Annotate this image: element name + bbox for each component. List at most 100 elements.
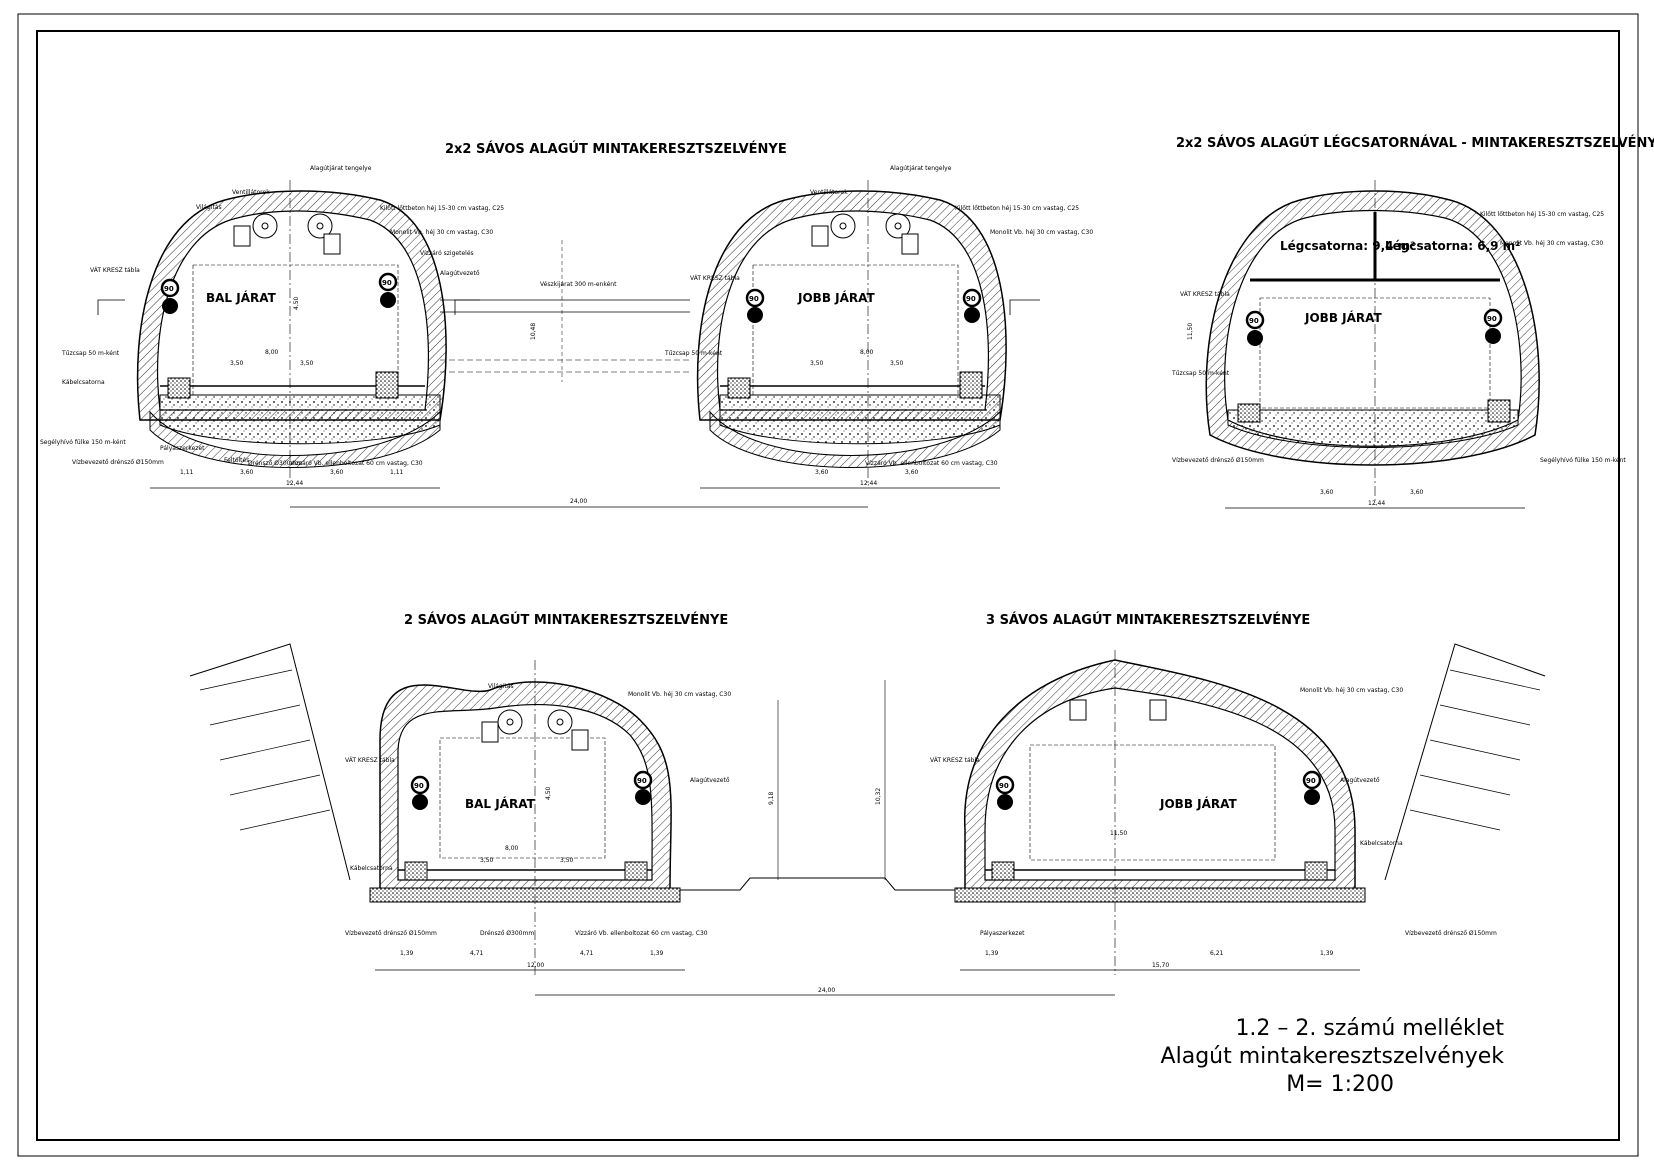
terrain-right xyxy=(1384,643,1546,881)
callout-pipe: Drénsző Ø300mm xyxy=(248,460,302,467)
speed-sign-text: 90 xyxy=(1249,317,1259,325)
s2-callout-sign: VÁT KRESZ tábla xyxy=(1180,291,1230,298)
s3-height: 9,18 xyxy=(768,791,775,805)
s3-side-f: 4,71 xyxy=(470,950,484,957)
callout-conc: Vízzáró Vb. ellenboltozat 60 cm vastag, … xyxy=(290,460,423,467)
callout-shotcrete-r: Kilőtt lőttbeton héj 15-30 cm vastag, C2… xyxy=(955,205,1079,212)
outer-frame xyxy=(17,13,1639,1157)
s3-callout-lining: Monolit Vb. héj 30 cm vastag, C30 xyxy=(628,691,731,698)
s1-right-lane-b: 3,50 xyxy=(890,360,904,367)
callout-fill: Feltöltés xyxy=(224,457,249,464)
s1-side-c2: 3,60 xyxy=(330,469,344,476)
s2-side-c2: 3,60 xyxy=(1410,489,1424,496)
callout-emerg: Segélyhívó fülke 150 m-ként xyxy=(40,439,126,446)
bal-jarat-label-s1: BAL JÁRAT xyxy=(206,290,277,305)
callout-lining-r: Monolit Vb. héj 30 cm vastag, C30 xyxy=(990,229,1093,236)
s1-side-b2: 1,11 xyxy=(390,469,404,476)
s4-inner: 11,50 xyxy=(1110,830,1127,837)
s2-callout-lining: Monolit Vb. héj 30 cm vastag, C30 xyxy=(1500,240,1603,247)
speed-sign-text: 90 xyxy=(1306,777,1316,785)
s2-duct-right: Légcsatorna: 6,9 m² xyxy=(1385,239,1520,253)
s3-width: 12,00 xyxy=(527,962,544,969)
s1-side-c3: 3,60 xyxy=(815,469,829,476)
s1-left-lane-a: 3,50 xyxy=(230,360,244,367)
callout-lining: Monolit Vb. héj 30 cm vastag, C30 xyxy=(390,229,493,236)
s1-left-road: 8,00 xyxy=(265,349,279,356)
callout-sign: VÁT KRESZ tábla xyxy=(90,267,140,274)
s4-callout-cable: Kábelcsatorna xyxy=(1360,840,1403,847)
callout-axis-r: Alagútjárat tengelye xyxy=(890,165,952,172)
s4-width: 15,70 xyxy=(1152,962,1169,969)
s4-side-e: 1,39 xyxy=(985,950,999,957)
s1-right-road: 8,00 xyxy=(860,349,874,356)
s3-callout-lighting: Alagútvezető xyxy=(690,777,730,784)
passage-label: Vészkijárat 300 m-enként xyxy=(540,281,617,288)
speed-sign-text: 90 xyxy=(749,295,759,303)
callout-drain: Vízbevezető drénsző Ø150mm xyxy=(72,459,164,466)
callout-conc-r: Vízzáró Vb. ellenboltozat 60 cm vastag, … xyxy=(865,460,998,467)
s2-callout-shotcrete: Kilőtt lőttbeton héj 15-30 cm vastag, C2… xyxy=(1480,211,1604,218)
s4-height: 10,32 xyxy=(875,788,882,805)
speed-sign-s4: 90 90 xyxy=(995,770,1322,810)
callout-cable: Kábelcsatorna xyxy=(62,379,105,386)
median-ground xyxy=(680,877,960,891)
s1-side-b: 1,11 xyxy=(180,469,194,476)
tunnel-s3: BAL JÁRAT 9,18 8,00 3,50 3,50 4,50 12,00… xyxy=(345,660,779,975)
speed-sign-s1-left: 90 90 xyxy=(160,272,398,314)
annex-number: 1.2 – 2. számú melléklet xyxy=(1235,1016,1504,1041)
callout-fan-r: Ventillátorok xyxy=(810,189,848,196)
s3-side-e: 1,39 xyxy=(400,950,414,957)
callout-lamp: Világítás xyxy=(196,204,222,211)
inner-frame xyxy=(36,30,1620,1141)
s2-height: 11,50 xyxy=(1187,323,1194,340)
s3-callout-lamp: Világítás xyxy=(488,683,514,690)
s1-height: 10,48 xyxy=(530,323,537,340)
s1-side-c4: 3,60 xyxy=(905,469,919,476)
section1-title: 2x2 SÁVOS ALAGÚT MINTAKERESZTSZELVÉNYE xyxy=(445,141,787,157)
s2-side-c: 3,60 xyxy=(1320,489,1334,496)
s1-spacing: 24,00 xyxy=(570,498,587,505)
s1-side-c: 3,60 xyxy=(240,469,254,476)
s4-callout-sign: VÁT KRESZ tábla xyxy=(930,757,980,764)
speed-sign-text: 90 xyxy=(414,782,424,790)
s1-dimensions: 12,44 12,44 24,00 3,60 3,60 1,11 1,11 3,… xyxy=(150,469,1000,508)
speed-sign-text: 90 xyxy=(164,285,174,293)
s1-left-lane-b: 3,50 xyxy=(300,360,314,367)
s4-callout-drain: Vízbevezető drénsző Ø150mm xyxy=(1405,930,1497,937)
section3-title: 2 SÁVOS ALAGÚT MINTAKERESZTSZELVÉNYE xyxy=(404,612,728,628)
s2-width: 12,44 xyxy=(1368,500,1385,507)
callout-hydrant: Tűzcsap 50 m-ként xyxy=(61,350,120,357)
tunnel-right-s1: JOBB JÁRAT 8,00 3,50 3,50 xyxy=(696,180,1040,485)
s3-side-e2: 1,39 xyxy=(650,950,664,957)
speed-sign-s1-right: 90 90 xyxy=(745,288,982,323)
speed-sign-text: 90 xyxy=(966,295,976,303)
jobb-jarat-label-s4: JOBB JÁRAT xyxy=(1159,796,1237,811)
callout-sign-r: VÁT KRESZ tábla xyxy=(690,275,740,282)
s3-callout-drain: Vízbevezető drénsző Ø150mm xyxy=(345,930,437,937)
terrain-left xyxy=(189,643,351,881)
s3-road: 8,00 xyxy=(505,845,519,852)
speed-sign-s3: 90 90 xyxy=(410,770,653,810)
s3-lane-b: 3,50 xyxy=(560,857,574,864)
callout-pave: Pályaszerkezet xyxy=(160,445,205,452)
section4-title: 3 SÁVOS ALAGÚT MINTAKERESZTSZELVÉNYE xyxy=(986,612,1310,628)
callout-lighting: Alagútvezető xyxy=(440,270,480,277)
bal-jarat-label-s3: BAL JÁRAT xyxy=(465,796,536,811)
sheet-scale: M= 1:200 xyxy=(1286,1072,1394,1097)
s1-right-lane-a: 3,50 xyxy=(810,360,824,367)
s1-width-right: 12,44 xyxy=(860,480,877,487)
tunnel-left-s1: BAL JÁRAT 4,50 8,00 3,50 3,50 xyxy=(97,180,480,485)
jobb-jarat-label-s2: JOBB JÁRAT xyxy=(1304,310,1382,325)
s4-callout-lighting: Alagútvezető xyxy=(1340,777,1380,784)
callout-fan: Ventillátorok xyxy=(232,189,270,196)
cross-passage-s1: Vészkijárat 300 m-enként 10,48 xyxy=(440,240,690,382)
speed-sign-text: 90 xyxy=(382,279,392,287)
s4-side-e2: 1,39 xyxy=(1320,950,1334,957)
callout-axis: Alagútjárat tengelye xyxy=(310,165,372,172)
jobb-jarat-label-s1: JOBB JÁRAT xyxy=(797,290,875,305)
tunnel-s2: Légcsatorna: 9,4 m² Légcsatorna: 6,9 m² … xyxy=(1171,180,1626,509)
bottom-spacing: 24,00 xyxy=(818,987,835,994)
s3-callout-pipe: Drénsző Ø300mm xyxy=(480,930,534,937)
callout-shotcrete: Kilőtt lőttbeton héj 15-30 cm vastag, C2… xyxy=(380,205,504,212)
